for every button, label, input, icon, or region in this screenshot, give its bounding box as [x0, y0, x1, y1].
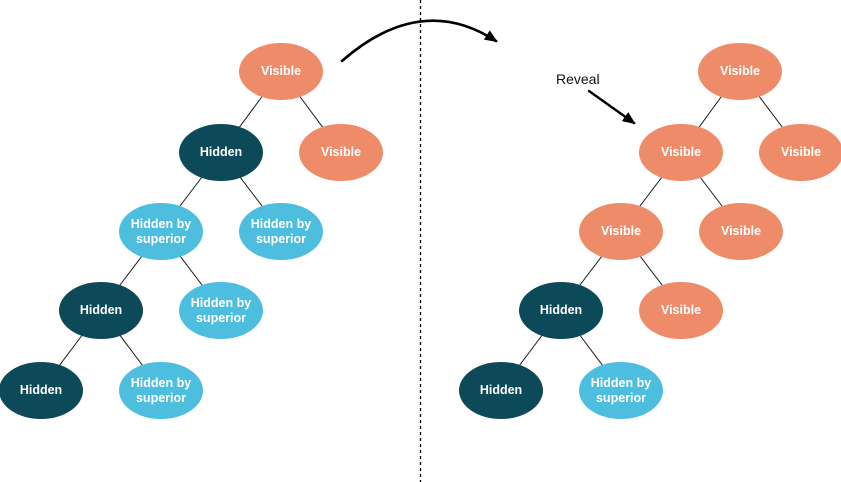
node-hidden-by-superior: Hidden by superior [119, 203, 203, 260]
node-visible: Visible [299, 124, 383, 181]
node-hidden-by-superior: Hidden by superior [119, 362, 203, 419]
node-hidden: Hidden [459, 362, 543, 419]
node-visible: Visible [699, 203, 783, 260]
node-visible: Visible [639, 282, 723, 339]
node-hidden: Hidden [59, 282, 143, 339]
node-hidden: Hidden [179, 124, 263, 181]
reveal-label: Reveal [556, 71, 600, 87]
node-hidden: Hidden [0, 362, 83, 419]
transition-arrow [340, 19, 498, 63]
node-hidden-by-superior: Hidden by superior [239, 203, 323, 260]
node-hidden-by-superior: Hidden by superior [579, 362, 663, 419]
node-hidden-by-superior: Hidden by superior [179, 282, 263, 339]
node-hidden: Hidden [519, 282, 603, 339]
node-visible: Visible [698, 43, 782, 100]
node-visible: Visible [639, 124, 723, 181]
node-visible: Visible [759, 124, 841, 181]
node-visible: Visible [579, 203, 663, 260]
node-visible: Visible [239, 43, 323, 100]
reveal-arrow [587, 89, 636, 125]
